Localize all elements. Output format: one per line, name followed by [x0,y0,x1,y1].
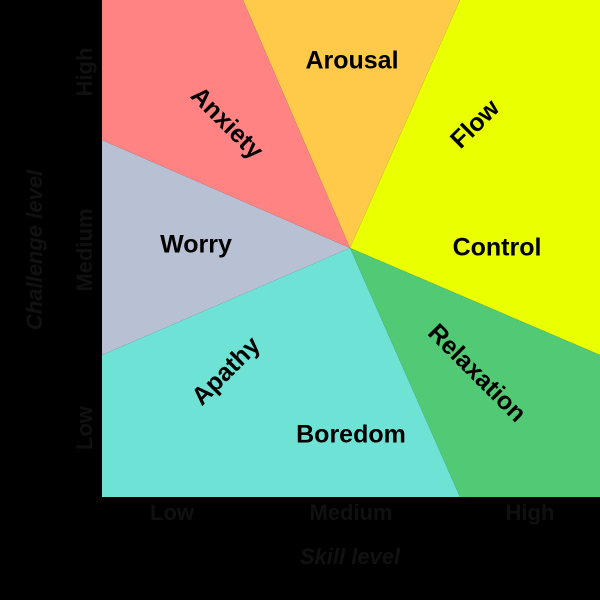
y-axis-title: Challenge level [22,169,47,330]
region-label-boredom: Boredom [296,421,406,449]
region-relaxation [350,248,600,497]
region-worry [102,140,350,355]
region-anxiety [102,0,350,248]
region-boredom-apathy [102,248,460,497]
x-tick-low: Low [150,500,195,525]
x-tick-medium: Medium [309,500,392,525]
region-flow-control [350,0,600,355]
x-axis-title: Skill level [300,544,401,569]
x-tick-high: High [506,500,555,525]
region-label-worry: Worry [160,231,232,259]
y-tick-high: High [72,48,97,97]
y-tick-medium: Medium [72,208,97,291]
y-tick-low: Low [72,405,97,450]
region-arousal [243,0,460,248]
region-label-arousal: Arousal [305,47,398,75]
region-label-control: Control [453,234,542,262]
